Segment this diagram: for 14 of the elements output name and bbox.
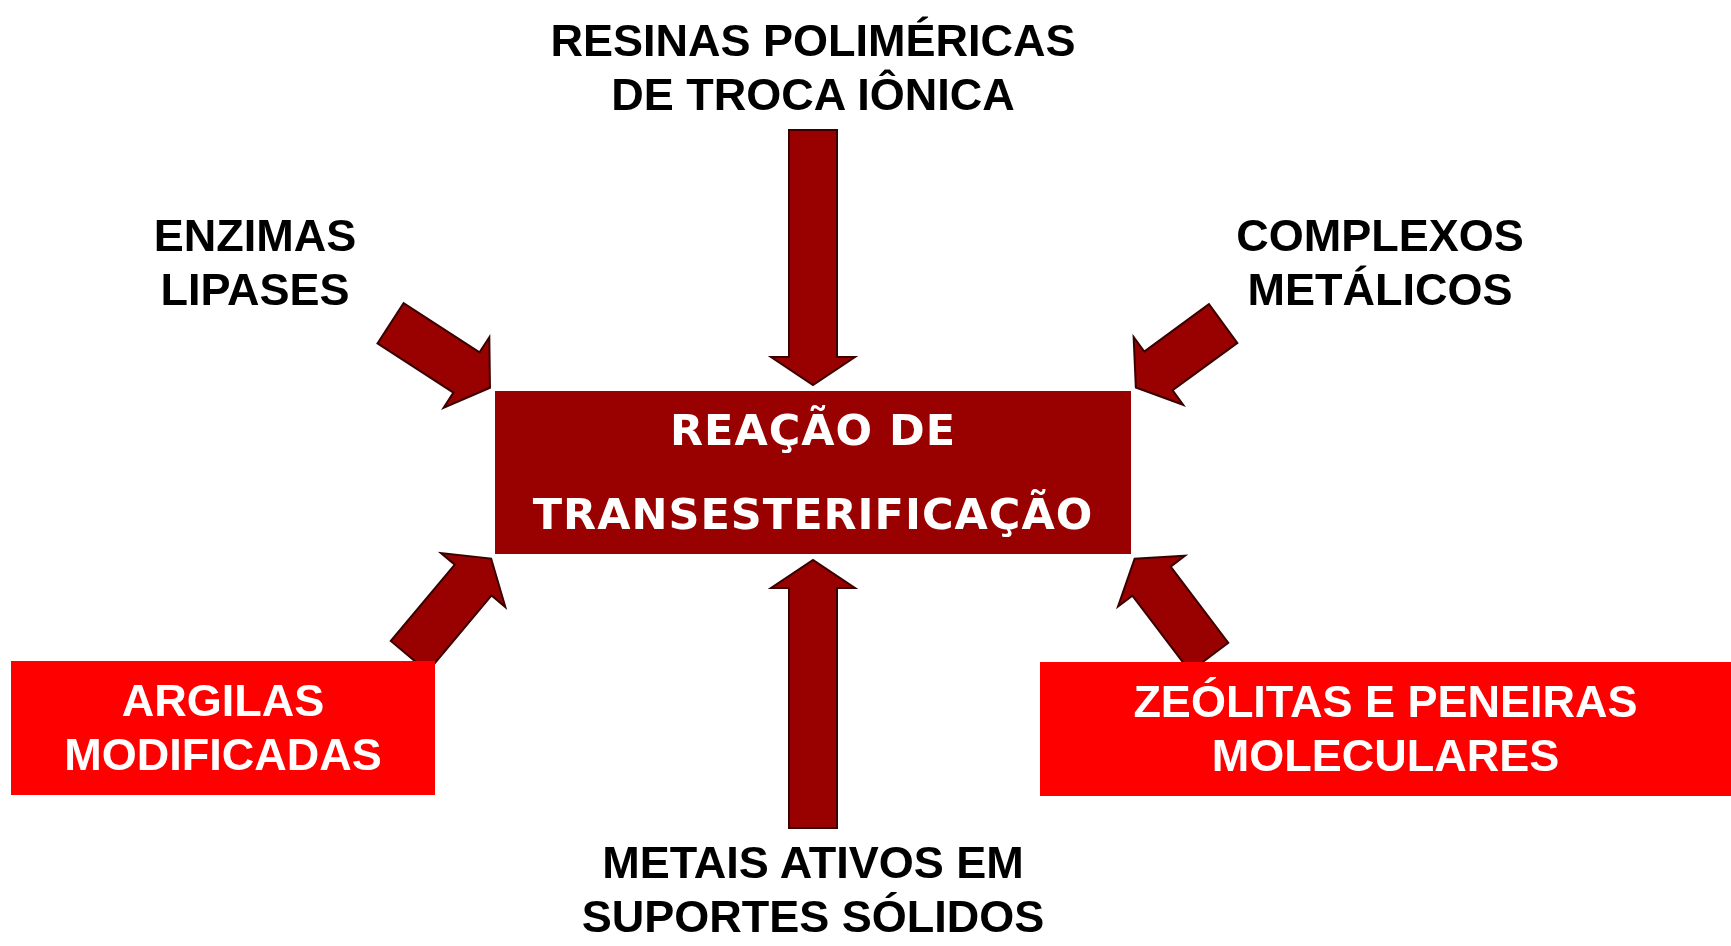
category-label: METAIS ATIVOS EM SUPORTES SÓLIDOS [580, 836, 1046, 944]
box-text: ZEÓLITAS E PENEIRAS MOLECULARES [1132, 675, 1639, 783]
block-arrow [1132, 302, 1239, 407]
block-arrow [767, 558, 859, 829]
process-box [495, 391, 1131, 554]
category-label: ENZIMAS LIPASES [152, 208, 358, 317]
category-box [11, 661, 435, 795]
category-label: COMPLEXOS METÁLICOS [1235, 208, 1525, 317]
category-label: RESINAS POLIMÉRICAS DE TROCA IÔNICA [549, 14, 1077, 122]
box-text: REAÇÃO DE TRANSESTERIFICAÇÃO [531, 403, 1095, 541]
block-arrow [767, 129, 859, 387]
box-text: ARGILAS MODIFICADAS [63, 674, 383, 782]
block-arrow [376, 301, 491, 410]
category-box [1040, 662, 1731, 796]
